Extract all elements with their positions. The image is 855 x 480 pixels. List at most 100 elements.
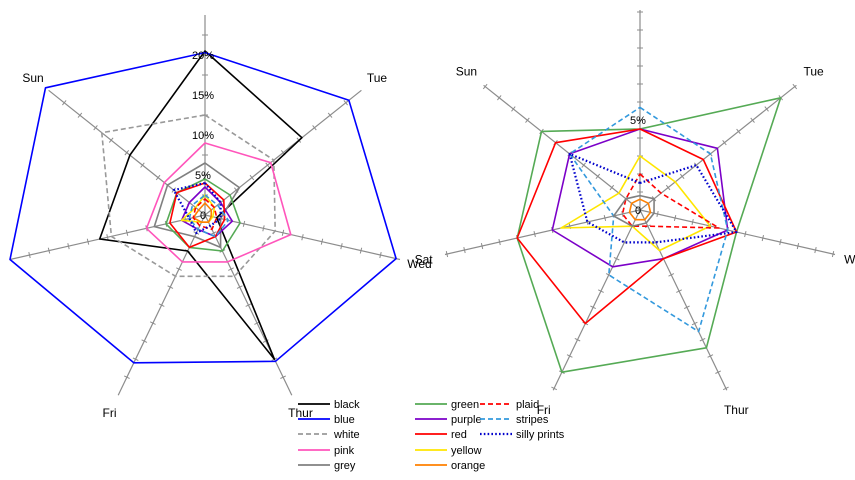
axis-tick-mark [644,224,651,228]
legend-label-stripes: stripes [516,414,549,426]
series-stripes [188,194,230,238]
axis-tick-mark [656,210,659,218]
axis-tick-mark [245,303,252,307]
axis-tick-mark [621,210,624,218]
axis-tick-mark [482,83,488,90]
axis-tick-mark [722,386,729,391]
legend-label-black: black [334,399,360,411]
axis-tick-mark [463,246,466,254]
axis-spoke-sat [444,209,641,256]
axis-tick-mark [699,337,706,342]
axis-tick-mark [497,95,502,101]
series-orange [628,198,652,221]
axis-spoke-fri [552,209,641,391]
series-black [98,50,303,361]
legend-label-orange: orange [451,460,485,472]
series-white [101,114,277,278]
axis-tick-mark [581,162,586,168]
legend-label-purple: purple [451,414,482,426]
axis-tick-mark [379,251,382,259]
series-silly-prints [568,152,738,244]
axis-tick-mark [124,149,130,156]
axis-tick-mark [158,303,165,307]
axis-tick-mark [566,354,573,358]
axis-tick-mark [236,285,243,289]
axis-label-tue: Tue [367,71,388,85]
legend-label-green: green [451,399,479,411]
axis-tick-mark [498,238,501,246]
axis-tick-mark [668,273,675,277]
axis-tick-mark [228,267,234,271]
axis-tick-mark [792,83,798,90]
axis-label-sun: Sun [456,65,477,79]
axis-tick-mark [249,174,255,181]
axis-tick-mark [590,305,597,310]
axis-tick-mark [28,251,31,259]
axis-tick-mark [744,230,747,238]
axis-tick-mark [123,375,130,379]
axis-tick-mark [141,339,148,343]
axis-label-fri: Fri [537,403,551,417]
axis-tick-mark [301,234,304,241]
axis-tick-mark [764,106,769,112]
series-orange [192,202,213,223]
tick-label: 5% [195,170,211,182]
axis-tick-mark [613,256,620,261]
axis-tick-mark [125,229,129,236]
axis-tick-mark [67,243,70,250]
axis-tick-mark [265,162,270,168]
axis-label-sun: Sun [22,71,43,85]
axis-tick-mark [761,234,764,242]
tick-label: 0 [200,210,206,222]
legend-label-grey: grey [334,460,356,472]
axis-spoke-sun [483,84,641,211]
axis-tick-mark [320,238,324,245]
series-silly-prints [172,181,222,235]
axis-tick-mark [176,267,182,271]
axis-tick-mark [831,250,835,258]
axis-tick-mark [779,238,782,246]
axis-tick-mark [715,370,722,374]
tick-label: 0 [635,205,641,217]
axis-label-sat: Sat [415,252,434,266]
legend-label-yellow: yellow [451,445,482,457]
axis-label-thur: Thur [724,403,749,417]
axis-tick-mark [108,137,114,143]
legend-label-pink: pink [334,445,355,457]
legend-label-blue: blue [334,414,355,426]
axis-tick-mark [140,162,145,168]
axis-tick-mark [149,321,156,325]
axis-tick-mark [679,173,685,180]
tick-label: 15% [192,90,214,102]
axis-tick-mark [77,112,83,118]
axis-tick-mark [262,225,265,232]
axis-tick-mark [722,139,727,146]
axis-label-wed: Wed [407,257,431,271]
axis-tick-mark [445,250,449,258]
axis-tick-mark [525,117,530,123]
series-red [169,182,226,249]
series-red [516,128,738,325]
axis-tick-mark [736,128,741,135]
legend-label-plaid: plaid [516,399,539,411]
axis-tick-mark [480,242,484,250]
axis-tick-mark [281,229,285,236]
axis-tick-mark [533,230,536,238]
axis-tick-mark [574,337,581,342]
axis-tick-mark [551,386,558,391]
series-purple [551,128,729,268]
axis-tick-mark [683,305,690,310]
series-stripes [568,106,729,333]
radar-chart-right: MonTueWedThurFriSatSun05% [415,10,855,417]
axis-tick-mark [750,117,755,123]
series-green [516,97,782,374]
axis-tick-mark [609,184,615,191]
axis-tick-mark [665,184,671,191]
axis-tick-mark [814,246,817,254]
series-blue [9,51,397,364]
series-grey [153,162,241,249]
axis-tick-mark [511,106,516,112]
axis-tick-mark [86,238,90,245]
axis-label-mon: Mon [193,0,216,2]
axis-tick-mark [47,247,51,254]
